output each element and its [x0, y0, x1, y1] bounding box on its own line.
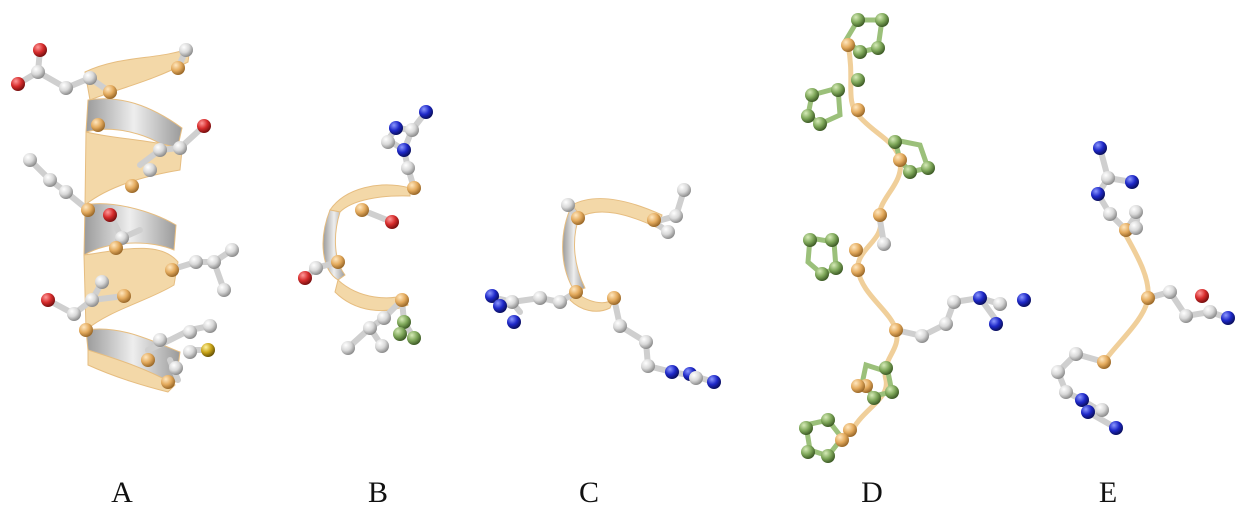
ribbon [322, 184, 411, 312]
structure-b-turn [298, 105, 433, 355]
atoms [485, 183, 721, 389]
atoms [298, 105, 433, 355]
structure-c-turn [485, 183, 721, 389]
structure-a-helix [11, 43, 239, 393]
panel-label-a: A [111, 476, 133, 509]
structure-e-chain [1051, 141, 1235, 435]
atoms [799, 13, 1031, 463]
bonds [877, 217, 1003, 340]
panel-label-e: E [1098, 476, 1118, 509]
panel-label-b: B [367, 476, 388, 509]
panel-label-c: C [578, 476, 599, 509]
helix-ribbon [83, 47, 191, 393]
atoms [11, 43, 239, 389]
bonds [1054, 145, 1231, 431]
atoms [1051, 141, 1235, 435]
structure-d-extended [799, 13, 1031, 463]
panel-label-d: D [861, 476, 883, 509]
